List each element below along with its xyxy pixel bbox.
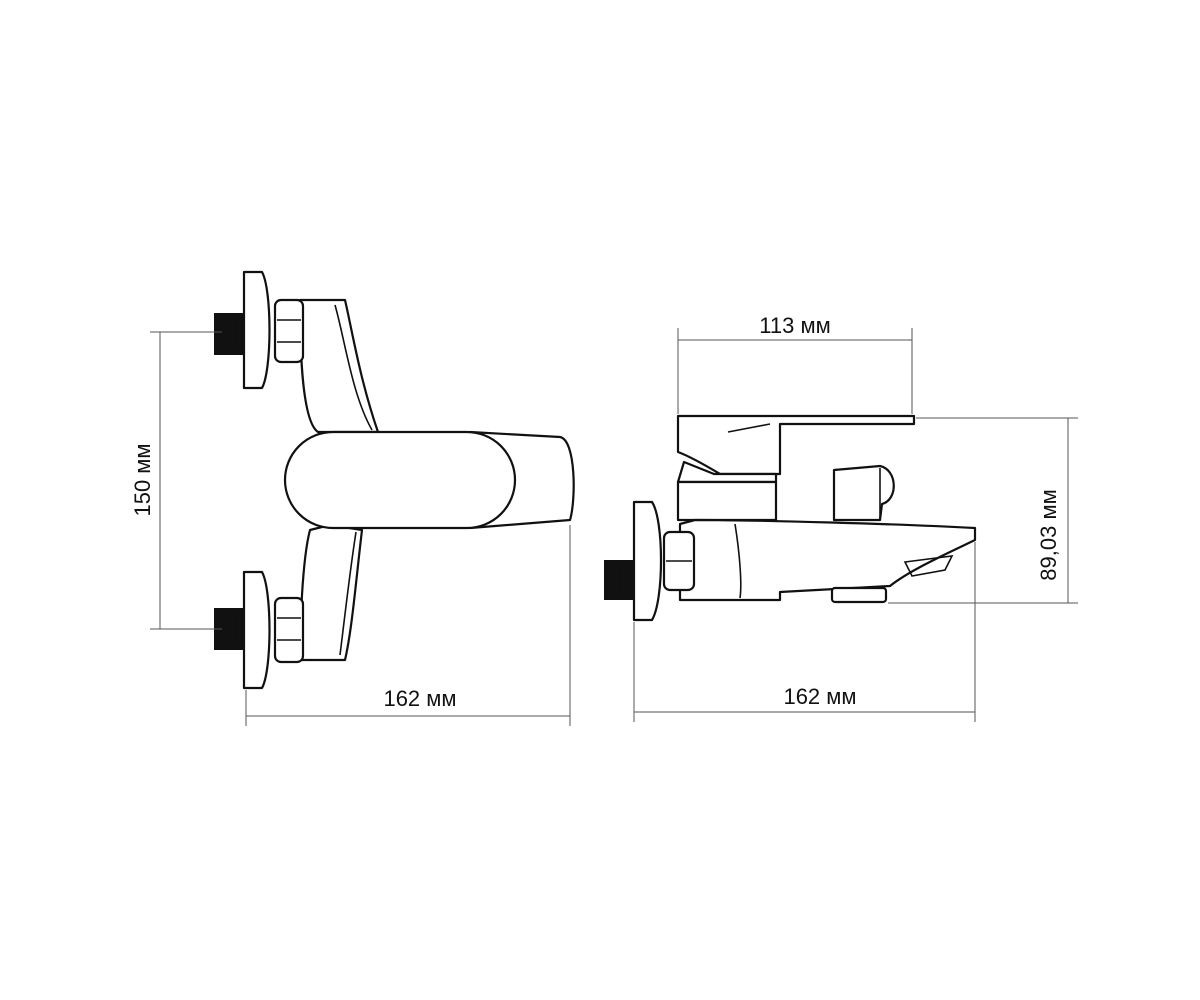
top-flange <box>242 270 271 390</box>
front-top-connector <box>214 270 305 390</box>
front-width-label: 162 мм <box>383 686 456 711</box>
dim-side-depth: 113 мм <box>677 313 913 414</box>
top-nut <box>273 298 305 364</box>
top-thread <box>214 313 244 355</box>
bottom-flange <box>242 570 271 690</box>
side-aerator <box>830 586 888 604</box>
side-diverter <box>832 464 895 522</box>
side-cartridge <box>676 460 778 484</box>
bottom-nut <box>273 596 305 664</box>
dim-front-height: 150 мм <box>130 331 222 630</box>
side-depth-label: 113 мм <box>759 313 830 338</box>
side-width-label: 162 мм <box>783 684 856 709</box>
front-height-label: 150 мм <box>130 443 155 516</box>
side-flange <box>632 500 663 622</box>
side-spout <box>678 518 977 602</box>
dim-side-width: 162 мм <box>633 542 976 722</box>
dim-side-height: 89,03 мм <box>888 417 1078 604</box>
side-view: 113 мм 89,03 мм 162 мм <box>604 313 1078 722</box>
front-body-lower <box>298 523 364 662</box>
side-height-label: 89,03 мм <box>1036 489 1061 580</box>
front-view: 150 мм 162 мм <box>130 270 575 726</box>
front-handle-oval <box>283 430 517 530</box>
side-body-upper <box>676 480 778 522</box>
dim-front-width: 162 мм <box>245 525 571 726</box>
side-thread <box>604 560 634 600</box>
front-bottom-connector <box>214 570 305 690</box>
